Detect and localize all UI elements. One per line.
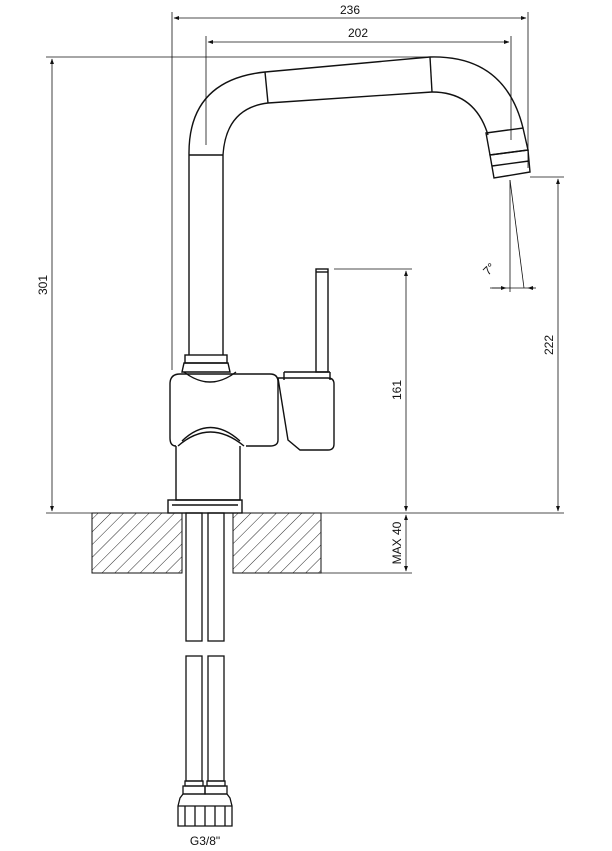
faucet-base-flange bbox=[167, 499, 243, 514]
dim-spout-angle-label: 7° bbox=[480, 260, 498, 278]
dim-deck-thickness-label: MAX 40 bbox=[390, 521, 404, 564]
dim-lever-height: 161 bbox=[334, 268, 412, 512]
hose-fittings bbox=[177, 780, 233, 827]
countertop-section bbox=[91, 512, 322, 574]
spout bbox=[181, 56, 531, 373]
supply-hoses bbox=[185, 512, 225, 782]
dim-spout-height: 222 bbox=[321, 176, 564, 514]
thread-label: G3/8" bbox=[190, 834, 220, 848]
dim-deck-thickness: MAX 40 bbox=[321, 514, 412, 574]
lever-handle bbox=[315, 268, 329, 373]
dim-overall-height: 301 bbox=[36, 56, 430, 514]
dim-lever-height-label: 161 bbox=[390, 380, 404, 400]
dim-spout-reach: 202 bbox=[205, 26, 512, 145]
dim-overall-height-label: 301 bbox=[36, 275, 50, 295]
dim-overall-width: 236 bbox=[171, 3, 529, 370]
dim-spout-reach-label: 202 bbox=[348, 26, 368, 40]
dim-spout-height-label: 222 bbox=[542, 335, 556, 355]
dim-spout-angle: 7° bbox=[480, 179, 536, 292]
dim-overall-width-label: 236 bbox=[340, 3, 360, 17]
faucet-body bbox=[169, 371, 335, 501]
